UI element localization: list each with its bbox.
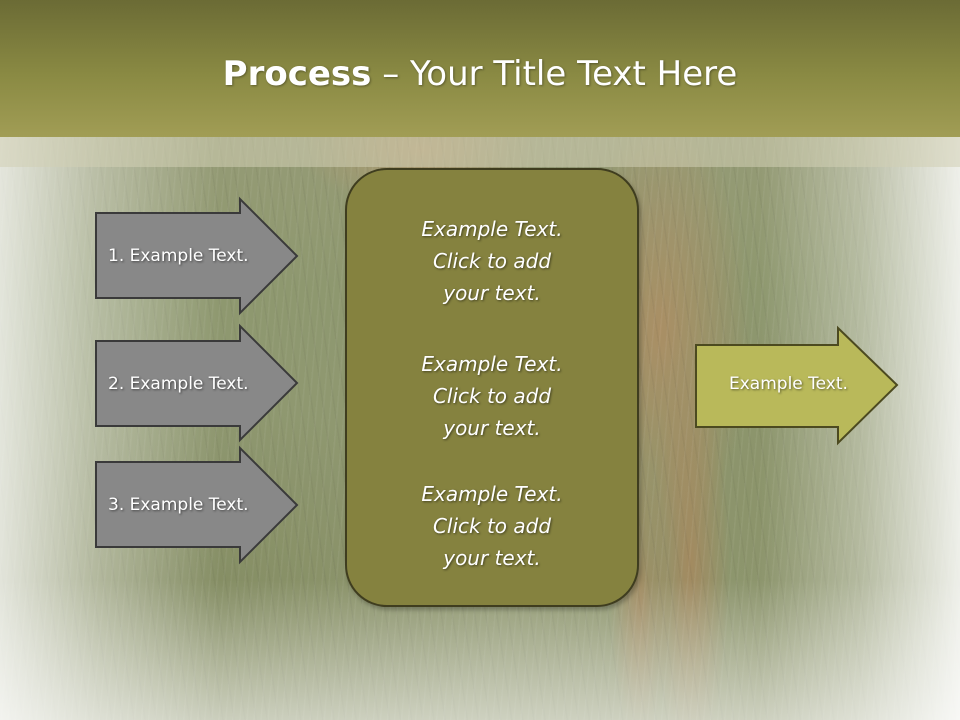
center-block-1-line-2: Click to add <box>432 249 552 273</box>
title-bar <box>0 0 960 137</box>
center-block-2-line-1: Example Text. <box>421 352 563 376</box>
center-text-block-3[interactable]: Example Text. Click to add your text. <box>345 478 639 574</box>
center-text-block-2[interactable]: Example Text. Click to add your text. <box>345 348 639 444</box>
center-block-3-line-2: Click to add <box>432 514 552 538</box>
left-arrow-2[interactable] <box>95 323 299 443</box>
title-bold: Process <box>222 54 372 94</box>
left-arrow-1-label: 1. Example Text. <box>108 246 249 266</box>
center-block-1-line-1: Example Text. <box>421 217 563 241</box>
center-block-2-line-2: Click to add <box>432 384 552 408</box>
left-arrow-3-label: 3. Example Text. <box>108 495 249 515</box>
center-block-3-line-1: Example Text. <box>421 482 563 506</box>
title-band <box>0 137 960 167</box>
center-text-box[interactable] <box>345 168 639 607</box>
center-text-block-1[interactable]: Example Text. Click to add your text. <box>345 213 639 309</box>
right-arrow-label: Example Text. <box>729 374 848 394</box>
title-rest: Your Title Text Here <box>410 54 738 94</box>
center-block-1-line-3: your text. <box>443 281 541 305</box>
left-arrow-2-label: 2. Example Text. <box>108 374 249 394</box>
slide-title[interactable]: Process – Your Title Text Here <box>0 52 960 96</box>
title-separator: – <box>371 54 411 94</box>
center-block-3-line-3: your text. <box>443 546 541 570</box>
left-arrow-1[interactable] <box>95 196 299 316</box>
right-arrow[interactable] <box>695 325 899 446</box>
center-block-2-line-3: your text. <box>443 416 541 440</box>
left-arrow-3[interactable] <box>95 445 299 565</box>
